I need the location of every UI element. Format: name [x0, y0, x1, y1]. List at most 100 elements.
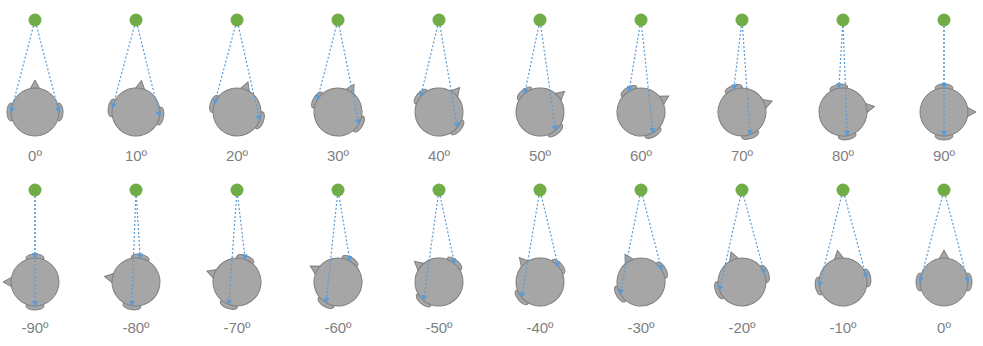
sound-path	[719, 196, 740, 290]
head-panel	[504, 14, 583, 149]
sound-path	[238, 26, 259, 120]
sound-path	[34, 196, 35, 306]
sound-path	[839, 26, 843, 88]
sound-path	[229, 196, 237, 305]
head-panel	[916, 184, 972, 307]
angle-label: 70º	[729, 148, 755, 163]
head-panel	[705, 184, 777, 315]
head-panel	[402, 14, 481, 149]
head-panel	[498, 184, 577, 319]
sound-path	[440, 26, 457, 128]
sound-path	[734, 26, 742, 89]
sound-source	[938, 14, 951, 27]
head	[396, 240, 475, 319]
head-circle	[305, 79, 371, 145]
sound-path	[843, 26, 847, 136]
angle-label: 60º	[628, 148, 654, 163]
head-circle	[506, 78, 574, 146]
head-panel	[3, 184, 59, 311]
sound-source	[635, 184, 648, 197]
head-panel	[606, 14, 682, 149]
angle-label: 40º	[426, 148, 452, 163]
head-circle	[305, 249, 371, 315]
head	[197, 245, 269, 317]
head	[710, 75, 782, 147]
angle-label: 50º	[527, 148, 553, 163]
sound-path	[238, 196, 246, 259]
head-panel	[197, 184, 269, 317]
angle-label: -20º	[726, 320, 757, 335]
sound-path	[943, 26, 944, 88]
sound-path	[136, 196, 140, 258]
angle-label: -80º	[120, 320, 151, 335]
sound-path	[326, 196, 337, 303]
sound-path	[424, 196, 439, 300]
sound-source	[433, 14, 446, 27]
angle-label: 0º	[935, 320, 953, 335]
sound-path	[137, 26, 159, 116]
sound-source	[635, 14, 648, 27]
head-circle	[206, 251, 268, 313]
sound-source	[29, 14, 42, 27]
sound-source	[534, 184, 547, 197]
sound-path	[642, 26, 653, 133]
head-circle	[506, 248, 574, 316]
angle-label: -10º	[827, 320, 858, 335]
head	[3, 254, 59, 310]
head	[498, 239, 577, 318]
head	[606, 72, 682, 148]
sound-path	[339, 26, 359, 124]
sound-source	[130, 184, 143, 197]
sound-source	[433, 184, 446, 197]
head-circle	[608, 249, 674, 315]
sound-source	[130, 14, 143, 27]
sound-path	[620, 196, 640, 294]
head	[601, 240, 677, 316]
head-circle	[608, 79, 674, 145]
angle-label: -70º	[221, 320, 252, 335]
sound-source	[332, 184, 345, 197]
sound-path	[11, 26, 33, 112]
head	[916, 250, 972, 306]
angle-label: -60º	[322, 320, 353, 335]
sound-source	[332, 14, 345, 27]
head-panel	[920, 14, 976, 141]
head	[705, 242, 777, 314]
sound-source	[231, 184, 244, 197]
sound-source	[231, 14, 244, 27]
head-circle	[11, 88, 59, 136]
head-panel	[302, 14, 378, 147]
sound-source	[837, 184, 850, 197]
sound-path	[643, 196, 662, 270]
head-circle	[711, 251, 773, 313]
head-circle	[711, 81, 773, 143]
angle-label: 0º	[26, 148, 44, 163]
sound-path	[440, 196, 454, 264]
angle-label: 90º	[931, 148, 957, 163]
sound-path	[541, 196, 558, 267]
sound-path	[214, 26, 235, 104]
sound-path	[744, 196, 765, 274]
angle-label: 30º	[325, 148, 351, 163]
sound-path	[819, 196, 841, 286]
sound-path	[132, 196, 136, 306]
head-panel	[810, 184, 875, 311]
angle-label: -40º	[524, 320, 555, 335]
head-circle	[108, 254, 164, 310]
head-panel	[104, 14, 169, 141]
head	[202, 72, 274, 144]
sound-source	[29, 184, 42, 197]
head	[7, 80, 63, 136]
head	[104, 76, 169, 141]
head-panel	[7, 14, 63, 137]
head-panel	[601, 184, 677, 317]
sound-source	[736, 184, 749, 197]
head-circle	[815, 84, 871, 140]
sound-path	[421, 26, 438, 97]
head	[296, 242, 372, 318]
head-panel	[100, 184, 165, 314]
head-panel	[710, 14, 782, 147]
sound-path	[525, 26, 539, 94]
head	[810, 246, 875, 311]
